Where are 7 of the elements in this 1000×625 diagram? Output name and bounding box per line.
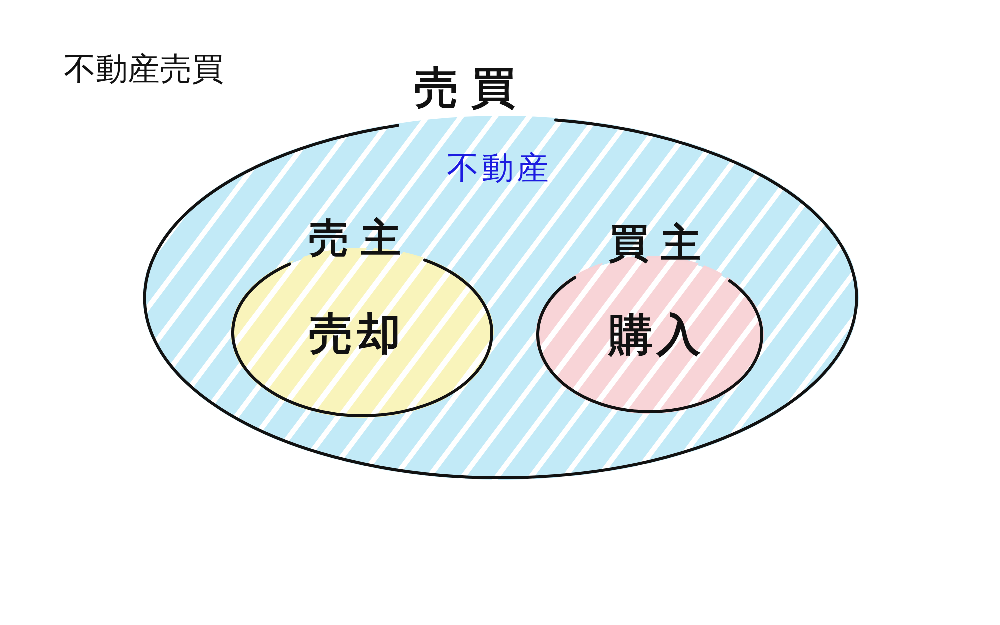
- ellipse-label: 売却: [308, 310, 406, 361]
- diagram-title: 不動産売買: [64, 50, 224, 88]
- ellipse-heading: 買主: [608, 221, 713, 267]
- ellipse-heading: 売買: [413, 64, 529, 115]
- region-label: 不動産: [446, 150, 552, 187]
- ellipse-label: 購入: [607, 311, 706, 362]
- ellipse-heading: 売主: [308, 216, 413, 262]
